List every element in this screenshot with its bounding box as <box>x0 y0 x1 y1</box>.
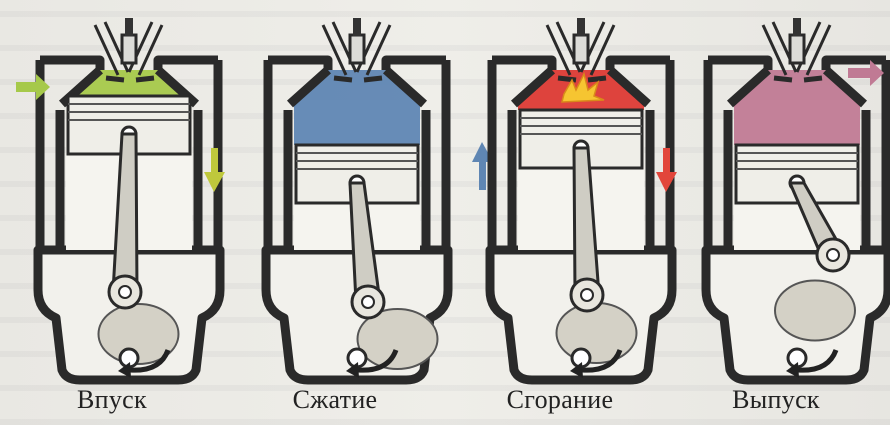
motion-arrow-shaft <box>663 148 670 174</box>
crank-pin-center <box>362 296 374 308</box>
crank-pin-center <box>119 286 131 298</box>
spark-plug <box>790 35 804 63</box>
motion-arrow-shaft <box>479 160 486 190</box>
caption-combustion: Сгорание <box>460 385 660 415</box>
crank-weight <box>557 303 637 363</box>
spark-plug <box>574 35 588 63</box>
engine-exhaust <box>706 18 890 380</box>
spark-plug-cap <box>125 18 133 36</box>
spark-plug-cap <box>577 18 585 36</box>
inlet-arrow-shaft <box>16 82 38 92</box>
engine-intake <box>16 18 225 380</box>
engine-combustion <box>490 18 677 380</box>
spark-plug-cap <box>793 18 801 36</box>
spark-plug <box>350 35 364 63</box>
caption-intake: Впуск <box>12 385 212 415</box>
outlet-arrow-shaft <box>848 68 872 78</box>
caption-exhaust: Выпуск <box>676 385 876 415</box>
motion-arrow-shaft <box>211 148 218 174</box>
caption-compression: Сжатие <box>235 385 435 415</box>
engine-compression <box>266 18 493 380</box>
spark-plug-cap <box>353 18 361 36</box>
crank-pin-center <box>581 289 593 301</box>
spark-plug <box>122 35 136 63</box>
crank-pin-center <box>827 249 839 261</box>
crank-weight <box>775 281 855 341</box>
